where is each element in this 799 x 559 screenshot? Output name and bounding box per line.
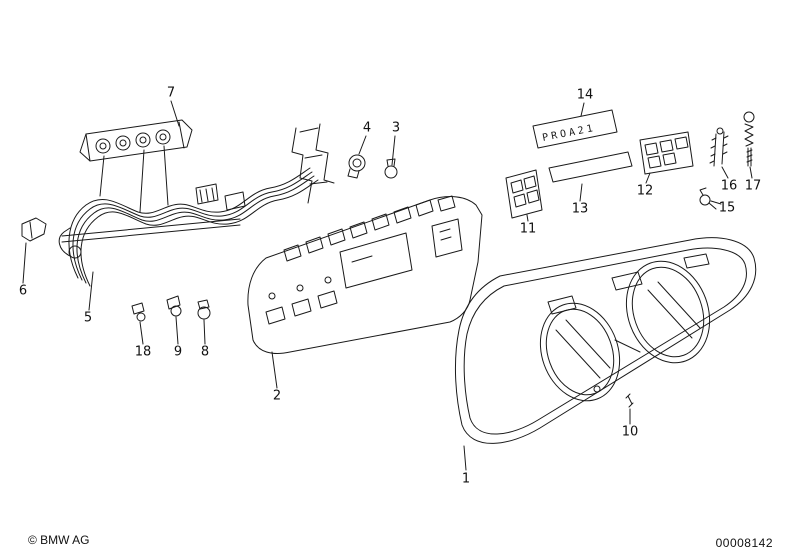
callout-1: 1 xyxy=(461,471,471,487)
part-14-code-plate: PROA21 xyxy=(532,109,618,149)
document-number: 00008142 xyxy=(715,536,773,550)
part-18-bulb xyxy=(131,302,146,322)
part-4-bulb-socket xyxy=(347,154,366,179)
callout-4: 4 xyxy=(362,120,372,136)
callout-2: 2 xyxy=(272,388,282,404)
part-11-window-plate xyxy=(505,169,543,219)
callout-11: 11 xyxy=(519,221,537,237)
part-7-bulb-carrier xyxy=(79,119,193,162)
callout-5: 5 xyxy=(83,310,93,326)
callout-3: 3 xyxy=(391,120,401,136)
part-5-flex-harness xyxy=(58,123,335,287)
part-15-bulb-sensor xyxy=(699,187,717,210)
callout-15: 15 xyxy=(718,200,736,216)
callout-10: 10 xyxy=(621,424,639,440)
part-6-connector xyxy=(21,217,47,242)
part-9-bulb-socket xyxy=(166,295,182,317)
part-12-window-plate xyxy=(639,131,694,175)
copyright-text: © BMW AG xyxy=(28,533,90,547)
part-16-clip xyxy=(709,127,729,167)
callout-12: 12 xyxy=(636,183,654,199)
plate-code-text: PROA21 xyxy=(541,123,596,144)
callout-7: 7 xyxy=(166,85,176,101)
callout-9: 9 xyxy=(173,344,183,360)
part-10-screw xyxy=(625,393,634,408)
leader-lines xyxy=(22,100,753,471)
callout-13: 13 xyxy=(571,201,589,217)
callout-16: 16 xyxy=(720,178,738,194)
callout-18: 18 xyxy=(134,344,152,360)
callout-8: 8 xyxy=(200,344,210,360)
part-8-bulb xyxy=(197,299,211,320)
callout-14: 14 xyxy=(576,87,594,103)
part-3-bulb xyxy=(384,158,398,179)
callout-6: 6 xyxy=(18,283,28,299)
callout-17: 17 xyxy=(744,178,762,194)
part-13-plate xyxy=(548,151,633,183)
part-1-housing-front xyxy=(454,237,757,444)
part-2-housing-rear xyxy=(247,195,483,354)
part-17-screw xyxy=(743,111,755,167)
